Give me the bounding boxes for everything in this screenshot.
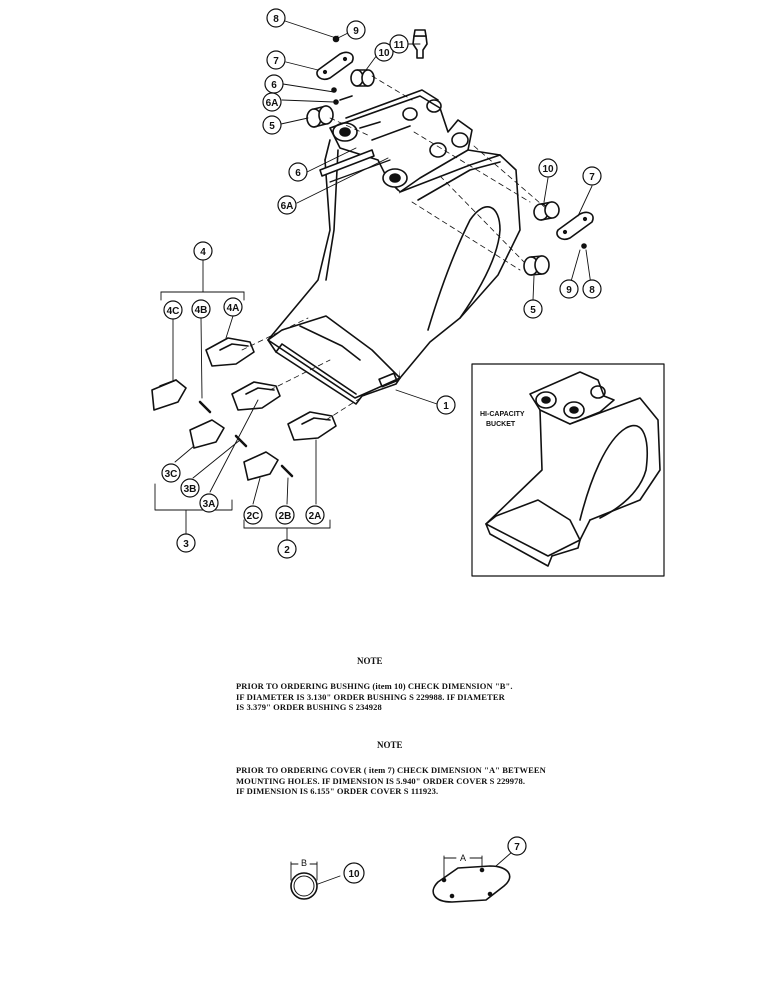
callout-2a: 2A (305, 505, 325, 525)
svg-text:10: 10 (542, 164, 554, 175)
svg-text:2A: 2A (309, 511, 322, 522)
svg-text:3B: 3B (184, 484, 197, 495)
callout-7-right: 7 (582, 166, 602, 186)
callout-5-right: 5 (523, 299, 543, 319)
callout-3: 3 (176, 533, 196, 553)
callout-8-right: 8 (582, 279, 602, 299)
svg-text:7: 7 (589, 172, 595, 183)
svg-text:4B: 4B (195, 305, 208, 316)
svg-text:2: 2 (284, 545, 290, 556)
callouts: 8 9 7 10 11 6 6A 5 6 6A 10 7 9 8 5 1 4 4… (161, 8, 602, 884)
svg-text:7: 7 (273, 56, 279, 67)
note-2-title: NOTE (377, 740, 403, 750)
callout-7-detail: 7 (507, 836, 527, 856)
note-1-line: PRIOR TO ORDERING BUSHING (item 10) CHEC… (236, 681, 513, 691)
hi-capacity-bucket-inset (471, 363, 665, 577)
callout-10-right: 10 (538, 158, 558, 178)
svg-text:11: 11 (394, 40, 405, 51)
svg-text:8: 8 (589, 285, 595, 296)
inset-label-line1: HI-CAPACITY (480, 411, 525, 418)
svg-text:5: 5 (269, 121, 275, 132)
svg-text:5: 5 (530, 305, 536, 316)
callout-8-top: 8 (266, 8, 286, 28)
svg-text:10: 10 (378, 48, 390, 59)
note-1-line: IF DIAMETER IS 3.130" ORDER BUSHING S 22… (236, 691, 505, 702)
cover-detail (432, 851, 513, 903)
note-1-line: IS 3.379" ORDER BUSHING S 234928 (236, 702, 382, 712)
note-2-body: PRIOR TO ORDERING COVER ( item 7) CHECK … (236, 765, 566, 797)
dimension-b-label: B (301, 858, 307, 868)
svg-text:2C: 2C (247, 511, 260, 522)
callout-7-top: 7 (266, 50, 286, 70)
svg-text:6: 6 (295, 168, 301, 179)
callout-11: 11 (389, 34, 409, 54)
svg-text:3A: 3A (203, 499, 216, 510)
bushing-detail (290, 861, 341, 900)
callout-9-top: 9 (346, 20, 366, 40)
svg-text:6A: 6A (281, 201, 294, 212)
svg-text:4C: 4C (167, 306, 180, 317)
callout-2: 2 (277, 539, 297, 559)
note-1-title: NOTE (357, 656, 383, 666)
callout-2c: 2C (243, 505, 263, 525)
callout-4c: 4C (163, 300, 183, 320)
dimension-a-label: A (460, 853, 466, 863)
svg-text:8: 8 (273, 14, 279, 25)
svg-text:9: 9 (353, 26, 359, 37)
callout-6a-left: 6A (277, 195, 297, 215)
svg-text:6A: 6A (266, 98, 279, 109)
callout-4b: 4B (191, 299, 211, 319)
callout-3a: 3A (199, 493, 219, 513)
svg-text:4: 4 (200, 247, 206, 258)
inset-label-line2: BUCKET (486, 421, 516, 428)
svg-text:6: 6 (271, 80, 277, 91)
callout-4a: 4A (223, 297, 243, 317)
callout-10-top: 10 (374, 42, 394, 62)
callout-3c: 3C (161, 463, 181, 483)
svg-text:1: 1 (443, 401, 449, 412)
note-2-line: PRIOR TO ORDERING COVER ( item 7) CHECK … (236, 765, 546, 775)
note-1-body: PRIOR TO ORDERING BUSHING (item 10) CHEC… (236, 681, 566, 713)
callout-6-mid: 6 (288, 162, 308, 182)
callout-6a-upper: 6A (262, 92, 282, 112)
bucket-assembly (267, 89, 521, 405)
svg-text:3: 3 (183, 539, 189, 550)
callout-1: 1 (436, 395, 456, 415)
callout-3b: 3B (180, 478, 200, 498)
callout-10-detail: 10 (343, 862, 365, 884)
callout-2b: 2B (275, 505, 295, 525)
svg-text:3C: 3C (165, 469, 178, 480)
svg-text:2B: 2B (279, 511, 292, 522)
callout-9-right: 9 (559, 279, 579, 299)
callout-5-left: 5 (262, 115, 282, 135)
svg-text:7: 7 (514, 842, 520, 853)
svg-text:10: 10 (348, 869, 360, 880)
note-2-line: MOUNTING HOLES. IF DIMENSION IS 5.940" O… (236, 775, 526, 786)
svg-text:4A: 4A (227, 303, 240, 314)
callout-4: 4 (193, 241, 213, 261)
note-2-line: IF DIMENSION IS 6.155" ORDER COVER S 111… (236, 786, 439, 796)
callout-6-upper: 6 (264, 74, 284, 94)
svg-text:9: 9 (566, 285, 572, 296)
